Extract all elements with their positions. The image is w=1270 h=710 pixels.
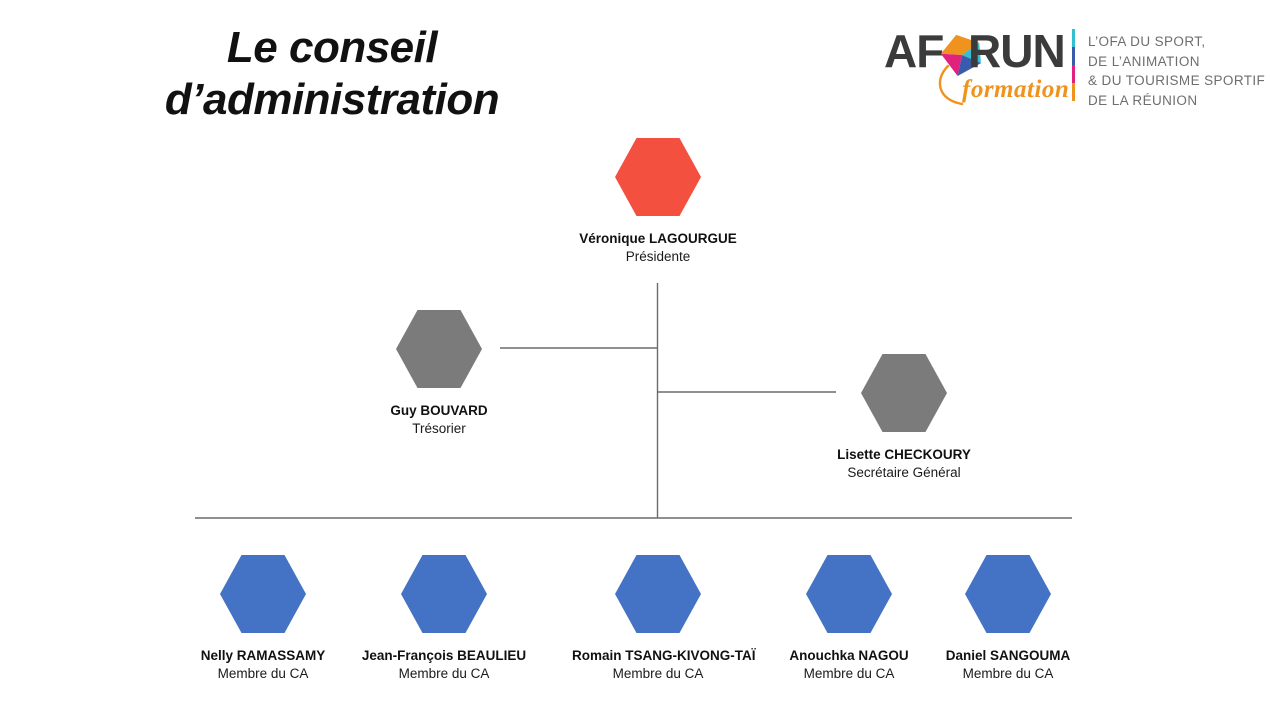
hexagon-secretary-general — [861, 354, 947, 432]
member-4-role: Membre du CA — [803, 665, 895, 681]
member-4-name: Anouchka NAGOU — [789, 648, 909, 663]
org-node-secretary-general[interactable]: Lisette CHECKOURY Secrétaire Général — [818, 354, 990, 482]
logo-text-run: RUN — [968, 25, 1066, 77]
kite-icon — [937, 29, 987, 80]
secretary-general-role: Secrétaire Général — [847, 464, 961, 480]
logo-tagline-line-1: L’OFA DU SPORT, — [1088, 34, 1206, 49]
org-node-member-5[interactable]: Daniel SANGOUMA Membre du CA — [922, 555, 1094, 683]
hexagon-member-2 — [401, 555, 487, 633]
afrun-logo: AF RUN formation L’OFA DU SPORT, DE L’AN… — [884, 26, 1265, 108]
logo-tagline-line-3: & DU TOURISME SPORTIF — [1088, 73, 1266, 89]
president-name: Véronique LAGOURGUE — [579, 231, 737, 246]
member-1-role: Membre du CA — [217, 665, 309, 681]
president-role: Présidente — [625, 248, 691, 264]
logo-text-af: AF — [884, 25, 944, 77]
logo-tagline-line-2: DE L’ANIMATION — [1088, 53, 1200, 69]
member-2-role: Membre du CA — [398, 665, 490, 681]
hexagon-treasurer — [396, 310, 482, 388]
hexagon-member-3 — [615, 555, 701, 633]
member-5-name: Daniel SANGOUMA — [945, 648, 1071, 663]
treasurer-role: Trésorier — [412, 420, 466, 436]
page-title-line-1: Le conseil — [226, 23, 438, 72]
member-3-role: Membre du CA — [612, 665, 704, 681]
member-2-name: Jean-François BEAULIEU — [361, 648, 527, 663]
hexagon-member-4 — [806, 555, 892, 633]
member-5-role: Membre du CA — [962, 665, 1054, 681]
secretary-general-name: Lisette CHECKOURY — [837, 447, 971, 462]
page-title: Le conseil d’administration — [92, 22, 572, 126]
hexagon-member-1 — [220, 555, 306, 633]
hexagon-president — [615, 138, 701, 216]
logo-color-divider — [1072, 29, 1075, 101]
org-node-member-1[interactable]: Nelly RAMASSAMY Membre du CA — [177, 555, 349, 683]
org-node-member-4[interactable]: Anouchka NAGOU Membre du CA — [763, 555, 935, 683]
org-node-member-2[interactable]: Jean-François BEAULIEU Membre du CA — [358, 555, 530, 683]
swoosh-icon — [932, 64, 1082, 108]
logo-text-formation: formation — [962, 76, 1070, 103]
org-node-president[interactable]: Véronique LAGOURGUE Présidente — [572, 138, 744, 266]
logo-tagline-line-4: DE LA RÉUNION — [1088, 92, 1198, 108]
member-3-name: Romain TSANG-KIVONG-TAÏ — [572, 648, 756, 663]
treasurer-name: Guy BOUVARD — [390, 403, 488, 418]
page-title-line-2: d’administration — [164, 74, 500, 124]
logo-tagline: L’OFA DU SPORT, DE L’ANIMATION & DU TOUR… — [1088, 26, 1265, 110]
org-node-member-3[interactable]: Romain TSANG-KIVONG-TAÏ Membre du CA — [572, 555, 756, 683]
org-node-treasurer[interactable]: Guy BOUVARD Trésorier — [353, 310, 525, 438]
logo-mark: AF RUN formation — [884, 26, 1072, 108]
hexagon-member-5 — [965, 555, 1051, 633]
member-1-name: Nelly RAMASSAMY — [200, 648, 326, 663]
